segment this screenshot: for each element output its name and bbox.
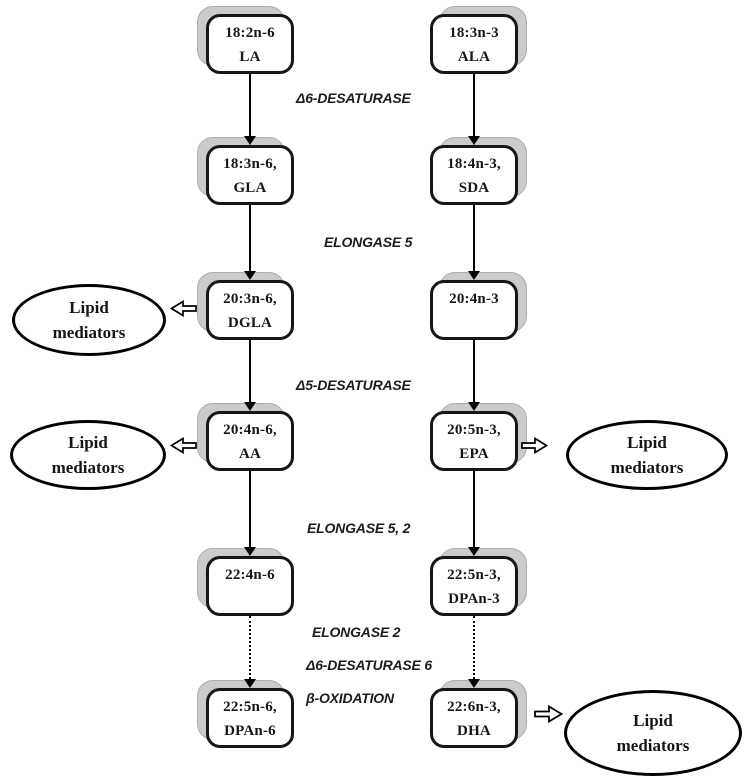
ellipse-label: Lipid: [633, 711, 673, 730]
node-label: DHA: [457, 723, 491, 739]
arrowhead-icon: [468, 271, 480, 280]
node-label: 20:3n-6,: [223, 291, 277, 307]
node-label: AA: [238, 446, 262, 462]
ellipse-label: mediators: [51, 458, 125, 477]
ellipse-label: Lipid: [627, 433, 667, 452]
node-dha: 22:6n-3, DHA: [430, 680, 527, 748]
ellipse-label: Lipid: [69, 298, 109, 317]
enzyme-label-elongase-5-2: ELONGASE 5, 2: [307, 520, 411, 536]
node-dpan3: 22:5n-3, DPAn-3: [430, 548, 527, 616]
node-label: DPAn-6: [224, 723, 276, 739]
block-arrow-left-icon: [169, 299, 197, 322]
arrowhead-icon: [244, 136, 256, 145]
arrow-dgla-aa: [249, 340, 251, 402]
arrowhead-icon: [468, 547, 480, 556]
node-label: 22:5n-3,: [447, 567, 501, 583]
block-arrow-right-icon: [534, 704, 564, 728]
arrowhead-icon: [244, 547, 256, 556]
node-label: DGLA: [227, 315, 273, 331]
node-label: 18:3n-6,: [223, 156, 277, 172]
node-20-4n-3: 20:4n-3: [430, 272, 527, 340]
ellipse-lipid-mediators-aa: Lipid mediators: [10, 420, 166, 490]
node-aa: 20:4n-6, AA: [197, 403, 294, 471]
node-label: DPAn-3: [448, 591, 500, 607]
node-dgla: 20:3n-6, DGLA: [197, 272, 294, 340]
enzyme-label-d5-desaturase: Δ5-DESATURASE: [296, 377, 411, 393]
node-gla: 18:3n-6, GLA: [197, 137, 294, 205]
node-label: GLA: [233, 180, 267, 196]
arrowhead-icon: [468, 679, 480, 688]
node-ala: 18:3n-3 ALA: [430, 6, 527, 74]
node-label: 22:6n-3,: [447, 699, 501, 715]
arrow-sda-20-4n-3: [473, 205, 475, 271]
enzyme-label-elongase-2: ELONGASE 2: [312, 624, 401, 640]
node-label: 20:4n-6,: [223, 422, 277, 438]
enzyme-label-d6-desaturase: Δ6-DESATURASE: [296, 90, 411, 106]
node-label: 18:2n-6: [225, 25, 275, 41]
node-la: 18:2n-6 LA: [197, 6, 294, 74]
enzyme-label-beta-oxidation: β-OXIDATION: [306, 690, 394, 706]
node-label: ALA: [457, 49, 491, 65]
node-label: 18:3n-3: [449, 25, 499, 41]
node-epa: 20:5n-3, EPA: [430, 403, 527, 471]
node-label: 22:4n-6: [225, 567, 275, 583]
node-label: 18:4n-3,: [447, 156, 501, 172]
ellipse-label: mediators: [616, 736, 690, 755]
node-label: LA: [239, 49, 261, 65]
enzyme-label-elongase-5: ELONGASE 5: [324, 234, 413, 250]
node-label: 20:5n-3,: [447, 422, 501, 438]
arrowhead-icon: [244, 271, 256, 280]
arrow-epa-dpan3: [473, 471, 475, 547]
arrowhead-icon: [244, 402, 256, 411]
node-sda: 18:4n-3, SDA: [430, 137, 527, 205]
arrow-la-gla: [249, 74, 251, 136]
arrow-ala-sda: [473, 74, 475, 136]
node-label: SDA: [458, 180, 490, 196]
ellipse-lipid-mediators-dgla: Lipid mediators: [12, 284, 166, 356]
arrowhead-icon: [244, 679, 256, 688]
arrow-dpan3-dha: [473, 616, 475, 679]
node-label: EPA: [459, 446, 489, 462]
node-label: 20:4n-3: [449, 291, 499, 307]
arrow-20-4n-3-epa: [473, 340, 475, 402]
arrow-gla-dgla: [249, 205, 251, 271]
arrowhead-icon: [468, 402, 480, 411]
arrow-aa-22-4n-6: [249, 471, 251, 547]
block-arrow-left-icon: [169, 436, 197, 459]
arrowhead-icon: [468, 136, 480, 145]
ellipse-lipid-mediators-dha: Lipid mediators: [564, 690, 742, 776]
ellipse-label: mediators: [610, 458, 684, 477]
ellipse-lipid-mediators-epa: Lipid mediators: [566, 420, 728, 490]
node-dpan6: 22:5n-6, DPAn-6: [197, 680, 294, 748]
block-arrow-right-icon: [521, 436, 549, 459]
arrow-22-4n-6-dpan6: [249, 616, 251, 679]
node-22-4n-6: 22:4n-6: [197, 548, 294, 616]
ellipse-label: Lipid: [68, 433, 108, 452]
ellipse-label: mediators: [52, 323, 126, 342]
node-label: 22:5n-6,: [223, 699, 277, 715]
enzyme-label-d6-desaturase-6: Δ6-DESATURASE 6: [306, 657, 432, 673]
